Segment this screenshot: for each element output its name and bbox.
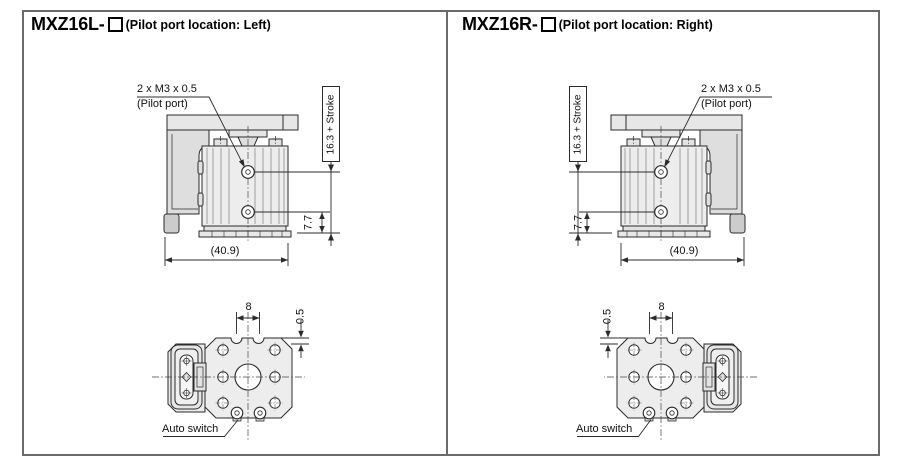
size-placeholder-box bbox=[540, 17, 556, 32]
model-number: MXZ16L- bbox=[31, 14, 105, 34]
dim-port-offset: 7.7 bbox=[572, 214, 585, 231]
dim-pilot-thread: 2 x M3 x 0.5 bbox=[701, 83, 761, 95]
dim-pilot-thread: 2 x M3 x 0.5 bbox=[137, 83, 197, 95]
title-note: (Pilot port location: Left) bbox=[125, 18, 271, 32]
drawing-right-panel bbox=[568, 96, 773, 442]
size-placeholder-box bbox=[107, 17, 123, 32]
model-number: MXZ16R- bbox=[462, 14, 538, 34]
title-note: (Pilot port location: Right) bbox=[558, 18, 713, 32]
auto-switch-leader-right bbox=[577, 419, 652, 437]
dim-overall-width: (40.9) bbox=[669, 245, 699, 257]
drawing-left-panel bbox=[136, 96, 341, 442]
dim-pitch: 8 bbox=[658, 301, 665, 313]
dim-edge-offset: 0.5 bbox=[294, 308, 307, 325]
dim-stroke-label: 16.3 + Stroke bbox=[325, 94, 337, 154]
dim-pilot-port-label: (Pilot port) bbox=[701, 98, 752, 110]
auto-switch-label: Auto switch bbox=[162, 423, 219, 435]
dim-pilot-port-label: (Pilot port) bbox=[137, 98, 188, 110]
panel-divider bbox=[446, 10, 448, 456]
panel-title-right: MXZ16R- (Pilot port location: Right) bbox=[462, 15, 713, 33]
auto-switch-label: Auto switch bbox=[576, 423, 633, 435]
dim-stroke-label: 16.3 + Stroke bbox=[572, 94, 584, 154]
dim-stroke-box: 16.3 + Stroke bbox=[322, 86, 340, 162]
dim-stroke-box: 16.3 + Stroke bbox=[569, 86, 587, 162]
auto-switch-leader-left bbox=[163, 419, 239, 437]
panel-title-left: MXZ16L- (Pilot port location: Left) bbox=[31, 15, 271, 33]
dim-edge-offset: 0.5 bbox=[601, 308, 614, 325]
dim-port-offset: 7.7 bbox=[302, 214, 315, 231]
dim-pitch: 8 bbox=[245, 301, 252, 313]
dim-overall-width: (40.9) bbox=[210, 245, 240, 257]
